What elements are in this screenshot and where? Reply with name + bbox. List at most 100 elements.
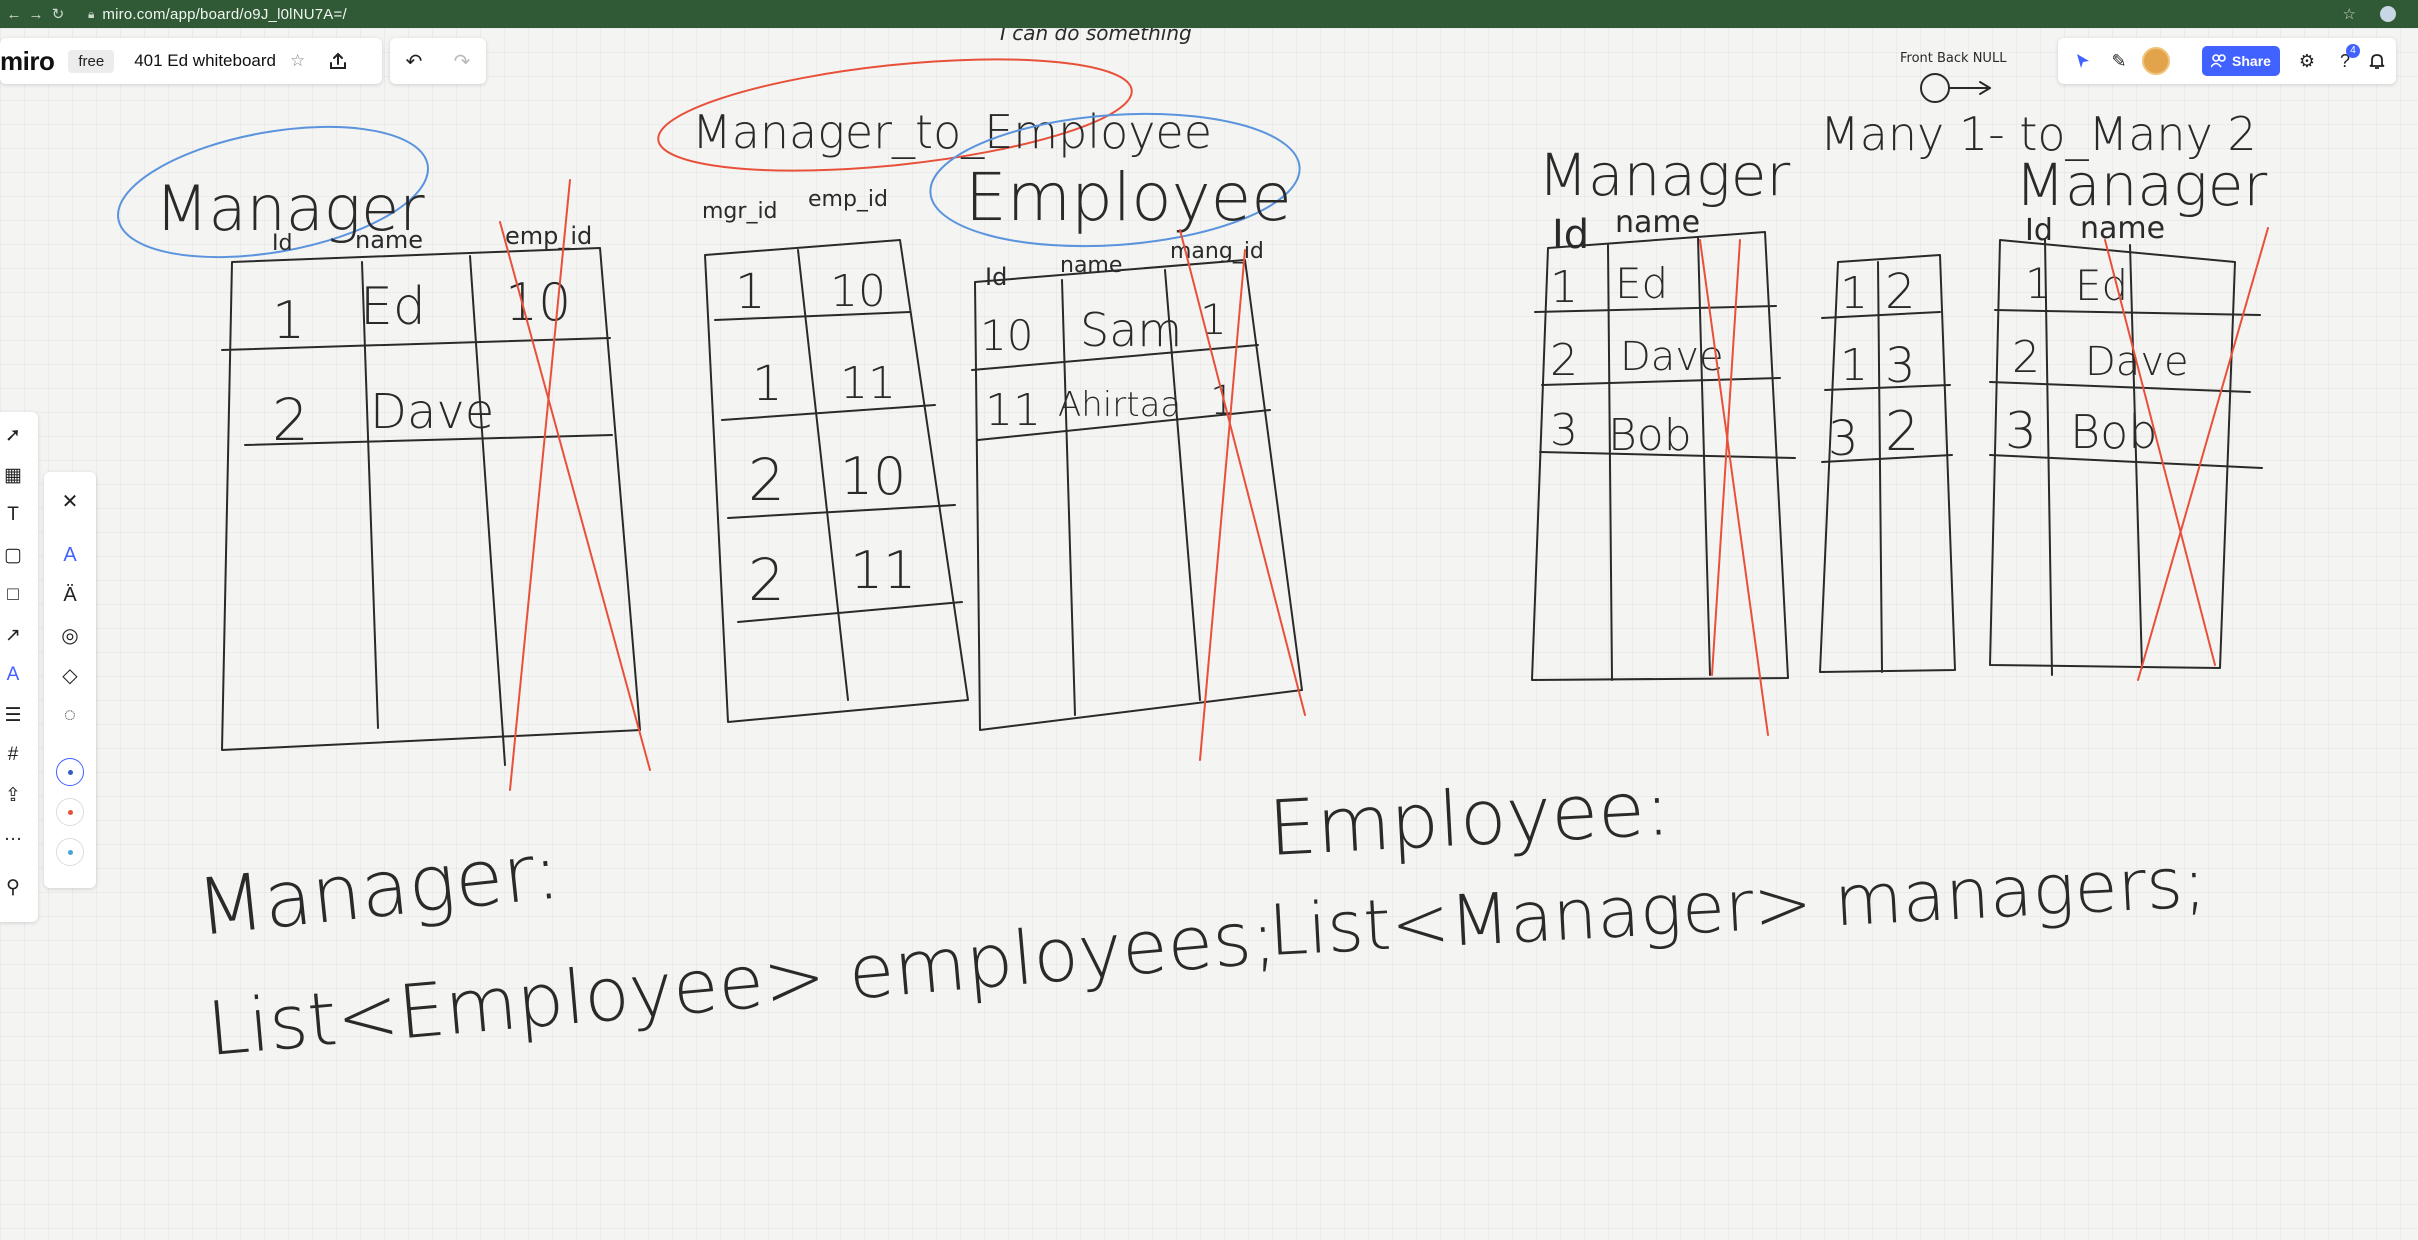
many-title: Many 1- to_Many 2 xyxy=(1820,107,2257,161)
table-header: name xyxy=(355,226,423,254)
cursor-icon[interactable] xyxy=(2070,48,2096,74)
many-to-many-table: Many 1- to_Many 2 1 2 1 3 3 2 xyxy=(1819,107,2257,673)
text-icon[interactable]: T xyxy=(7,504,19,525)
corner-note: Front Back NULL xyxy=(1900,51,2007,66)
table-header: name xyxy=(2080,211,2165,246)
bookmark-star-icon[interactable]: ☆ xyxy=(2342,6,2356,23)
avatar[interactable] xyxy=(2142,47,2170,75)
upload-icon[interactable] xyxy=(323,46,353,76)
top-note: I can do something xyxy=(1000,28,1192,45)
manager-title: Manager xyxy=(155,172,425,245)
table-header: Id xyxy=(1552,212,1589,258)
table-cell: 1 xyxy=(1550,262,1578,313)
templates-icon[interactable]: ▦ xyxy=(4,464,22,486)
table-cell: Dave xyxy=(370,384,494,440)
employee-title: Employee xyxy=(965,159,1292,236)
table-cell: 1 xyxy=(735,264,766,320)
table-cell: Ed xyxy=(360,277,426,337)
table-cell: Ed xyxy=(1615,259,1668,308)
frame-icon[interactable]: # xyxy=(7,744,19,765)
close-icon[interactable]: ✕ xyxy=(61,490,79,513)
collaboration-bar: ✎ Share ⚙ ? xyxy=(2058,38,2396,84)
table-cell: 3 xyxy=(1828,411,1859,467)
table-header: emp_id xyxy=(808,187,888,212)
redo-icon[interactable]: ↷ xyxy=(453,50,471,73)
url-field[interactable]: miro.com/app/board/o9J_l0lNU7A=/ xyxy=(102,5,347,23)
upload-icon[interactable]: ⇪ xyxy=(5,784,21,806)
table-header: Id xyxy=(272,231,292,256)
color-swatch-lightblue[interactable] xyxy=(56,838,84,866)
table-cell: 3 xyxy=(1550,405,1578,456)
settings-sliders-icon[interactable]: ⚙ xyxy=(2298,50,2316,71)
undo-icon[interactable]: ↶ xyxy=(405,50,423,73)
table-cell: Bob xyxy=(1608,410,1692,461)
table-cell: 2 xyxy=(2012,332,2040,383)
sticky-note-icon[interactable]: ▢ xyxy=(4,544,22,566)
history-bar: ↶ ↷ xyxy=(390,38,486,84)
share-button[interactable]: Share xyxy=(2202,46,2280,76)
pen-panel: ✕ A Ä ◎ ◇ ◌ xyxy=(44,472,96,888)
pen-icon[interactable]: A xyxy=(6,664,20,685)
code-note-right: Employee: List<Manager> managers; xyxy=(1266,763,2208,972)
lasso-icon[interactable]: ◌ xyxy=(64,703,76,726)
table-header: mgr_id xyxy=(702,199,778,224)
smart-drawing-icon[interactable]: ◎ xyxy=(61,624,79,647)
manager-table: Manager Id name emp_id 1 Ed 10 2 Dave xyxy=(117,125,651,791)
table-cell: 10 xyxy=(980,311,1033,360)
table-cell: 2 xyxy=(1885,400,1919,463)
table-cell: 2 xyxy=(1885,264,1916,320)
browser-bar: ← → ↻ 🔒︎ miro.com/app/board/o9J_l0lNU7A=… xyxy=(0,0,2418,28)
board-header: miro free 401 Ed whiteboard ☆ xyxy=(0,38,382,84)
join-table: Manager_to_Employee mgr_id emp_id 1 10 1… xyxy=(657,58,1212,723)
table-cell: 3 xyxy=(1885,338,1916,394)
table-cell: Ed xyxy=(2075,261,2128,310)
comment-icon[interactable]: ☰ xyxy=(4,704,22,726)
code-note-left: Manager: List<Employee> employees; xyxy=(193,826,1280,1073)
table-cell: 1 xyxy=(1840,340,1868,391)
table-cell: 1 xyxy=(272,291,305,351)
table-header: emp_id xyxy=(505,222,592,250)
help-icon[interactable]: ? xyxy=(2339,50,2350,71)
table-cell: 11 xyxy=(850,541,916,601)
whiteboard-drawing: I can do something Front Back NULL Manag… xyxy=(117,28,2269,1073)
table-header: Id xyxy=(985,263,1007,291)
table-cell: 2 xyxy=(1550,335,1578,386)
table-cell: Ahirtaa xyxy=(1058,385,1181,425)
forward-icon[interactable]: → xyxy=(28,5,44,23)
employee-table: Employee Id name mang_id 10 Sam 1 11 Ahi… xyxy=(929,112,1306,761)
manager-table-3: Manager Id name 1 Ed 2 Dave 3 Bob xyxy=(1989,151,2269,681)
table-cell: 1 xyxy=(1840,268,1868,319)
pen-icon[interactable]: A xyxy=(63,543,77,566)
more-icon[interactable]: … xyxy=(3,824,23,845)
table-cell: 1 xyxy=(752,356,783,412)
board-name[interactable]: 401 Ed whiteboard xyxy=(134,51,276,70)
table-cell: Bob xyxy=(2070,405,2157,459)
table-cell: Dave xyxy=(1620,334,1724,380)
table-cell: 1 xyxy=(1200,295,1227,344)
reload-icon[interactable]: ↻ xyxy=(51,6,65,23)
table-cell: 1 xyxy=(2025,259,2052,308)
share-label: Share xyxy=(2232,53,2271,69)
miro-logo[interactable]: miro xyxy=(0,45,55,76)
back-icon[interactable]: ← xyxy=(6,5,22,23)
star-outline-icon[interactable]: ☆ xyxy=(289,51,306,70)
null-sketch: Front Back NULL xyxy=(1900,51,2007,103)
eraser-icon[interactable]: ◇ xyxy=(62,664,78,687)
table-cell: 10 xyxy=(505,273,571,333)
reactions-icon[interactable]: ✎ xyxy=(2111,50,2127,71)
manager3-title: Manager xyxy=(2015,151,2267,219)
apps-icon[interactable]: ⚲ xyxy=(6,876,20,898)
shape-icon[interactable]: □ xyxy=(7,584,19,605)
plan-badge[interactable]: free xyxy=(68,49,115,73)
profile-icon[interactable] xyxy=(2380,6,2396,22)
select-icon[interactable]: ➚ xyxy=(5,424,21,446)
table-header: name xyxy=(1615,205,1700,240)
highlighter-icon[interactable]: Ä xyxy=(63,583,77,606)
table-cell: 2 xyxy=(748,446,785,514)
manager2-title: Manager xyxy=(1538,141,1790,209)
notifications-badge: 4 xyxy=(2346,44,2360,58)
color-swatch-blue[interactable] xyxy=(56,758,84,786)
bell-icon[interactable] xyxy=(2364,48,2390,74)
color-swatch-red[interactable] xyxy=(56,798,84,826)
connector-arrow-icon[interactable]: ↗ xyxy=(5,624,21,646)
